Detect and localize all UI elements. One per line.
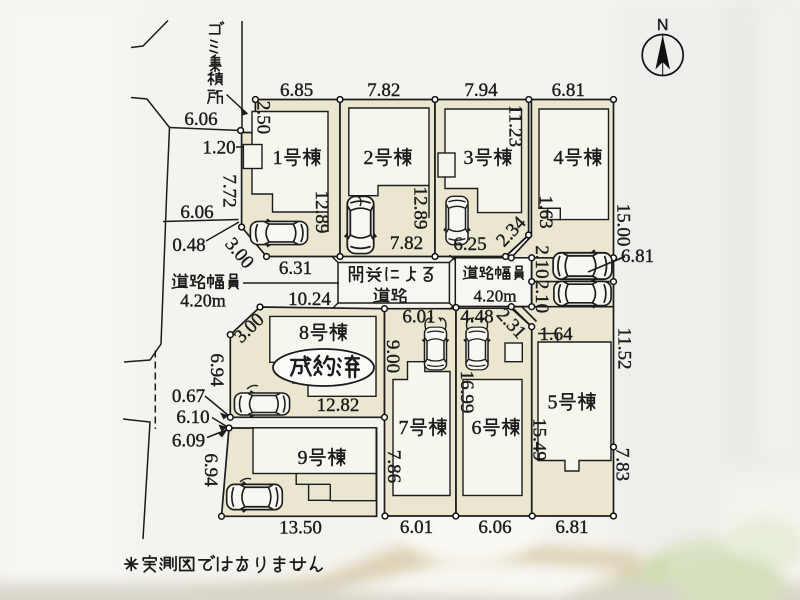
svg-text:12.89: 12.89 — [410, 187, 431, 230]
svg-text:7: 7 — [399, 417, 409, 439]
svg-text:0.67: 0.67 — [172, 386, 205, 407]
svg-text:15.00: 15.00 — [613, 204, 634, 247]
svg-text:6.01: 6.01 — [400, 517, 433, 538]
svg-text:6.85: 6.85 — [280, 80, 313, 101]
svg-text:10.24: 10.24 — [288, 289, 331, 310]
svg-text:13.50: 13.50 — [279, 518, 322, 539]
svg-text:7.82: 7.82 — [390, 233, 423, 254]
svg-text:6: 6 — [472, 417, 482, 439]
svg-text:15.49: 15.49 — [529, 418, 550, 461]
svg-text:7.72: 7.72 — [219, 174, 240, 207]
svg-text:9.00: 9.00 — [382, 340, 403, 373]
svg-text:2: 2 — [364, 147, 374, 169]
svg-text:6.25: 6.25 — [453, 234, 486, 255]
svg-text:2.50: 2.50 — [253, 101, 274, 134]
svg-text:12.82: 12.82 — [317, 395, 360, 416]
svg-text:12.89: 12.89 — [311, 191, 332, 234]
svg-text:11.52: 11.52 — [614, 327, 635, 369]
svg-text:6.09: 6.09 — [172, 431, 205, 452]
svg-text:6.94: 6.94 — [206, 353, 227, 387]
svg-text:4: 4 — [554, 147, 564, 169]
svg-text:6.01: 6.01 — [402, 307, 435, 328]
svg-text:4.20m: 4.20m — [180, 291, 226, 311]
svg-text:6.94: 6.94 — [200, 453, 221, 487]
svg-text:6.10: 6.10 — [176, 407, 209, 428]
svg-text:6.81: 6.81 — [552, 80, 585, 101]
svg-text:11.23: 11.23 — [505, 105, 526, 147]
svg-text:5: 5 — [548, 392, 558, 414]
svg-text:2.10: 2.10 — [531, 280, 552, 313]
svg-text:7.86: 7.86 — [383, 450, 404, 483]
svg-text:1.64: 1.64 — [539, 324, 573, 345]
svg-text:0.48: 0.48 — [172, 235, 205, 256]
svg-text:1: 1 — [273, 147, 283, 169]
svg-text:6.06: 6.06 — [184, 109, 217, 130]
svg-text:6.31: 6.31 — [279, 258, 312, 279]
svg-text:16.99: 16.99 — [456, 371, 477, 414]
svg-text:1.20: 1.20 — [202, 138, 235, 159]
svg-text:1.63: 1.63 — [535, 195, 556, 228]
svg-text:6.06: 6.06 — [478, 517, 511, 538]
svg-text:4.48: 4.48 — [460, 307, 493, 328]
svg-text:7.94: 7.94 — [464, 80, 498, 101]
svg-text:4.20m: 4.20m — [474, 287, 517, 306]
svg-text:6.81: 6.81 — [555, 517, 588, 538]
svg-text:2.10: 2.10 — [531, 245, 552, 278]
svg-text:6.06: 6.06 — [180, 202, 213, 223]
svg-text:7.83: 7.83 — [612, 448, 633, 481]
svg-text:7.82: 7.82 — [367, 80, 400, 101]
svg-text:9: 9 — [298, 447, 308, 469]
svg-text:8: 8 — [299, 322, 309, 344]
svg-text:N: N — [657, 17, 669, 34]
svg-text:3: 3 — [464, 147, 474, 169]
svg-text:6.81: 6.81 — [621, 246, 654, 267]
